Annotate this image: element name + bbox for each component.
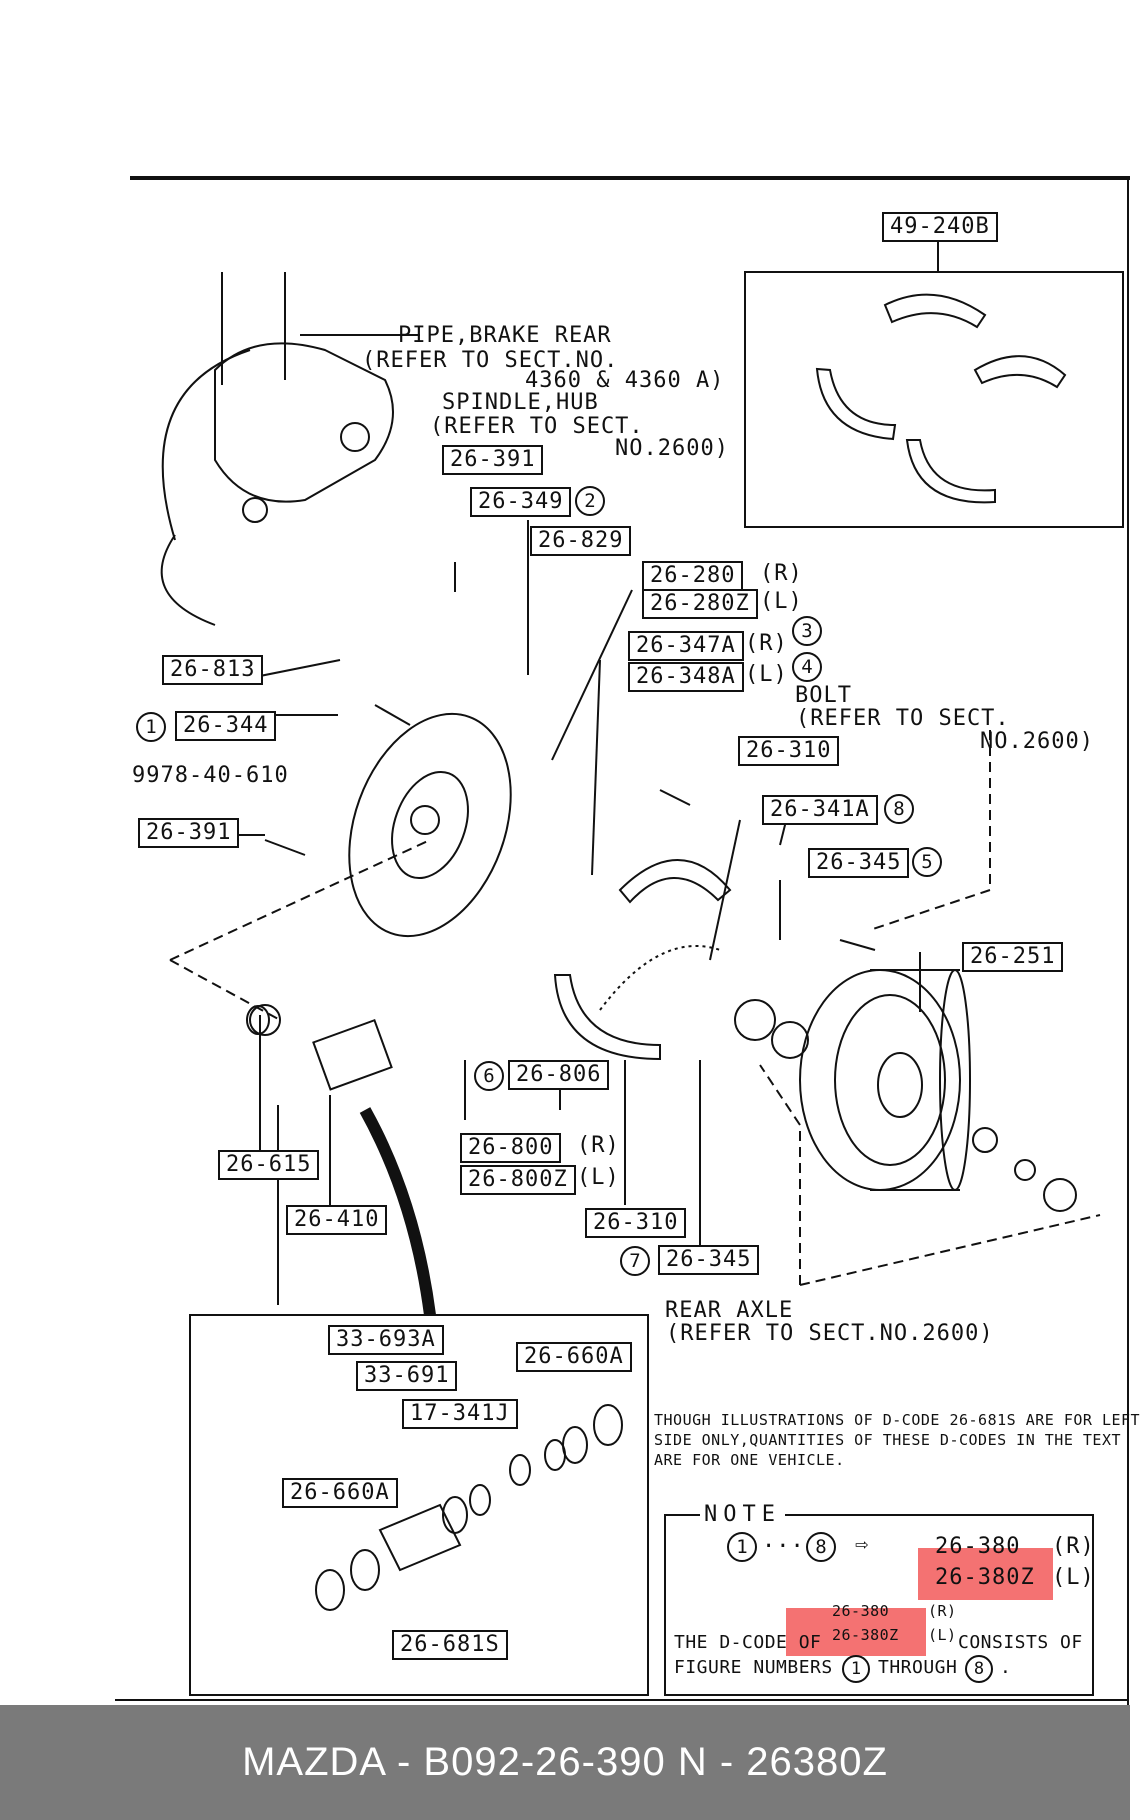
note-part-26-380z: 26-380Z bbox=[935, 1565, 1035, 1590]
part-label-26-829: 26-829 bbox=[530, 526, 632, 556]
circled-number-1: 1 bbox=[136, 712, 166, 742]
highlight-note-380z bbox=[918, 1548, 1053, 1600]
part-label-26-280: 26-280 bbox=[642, 561, 744, 591]
part-label-26-800: 26-800 bbox=[460, 1133, 562, 1163]
side-l-800z: (L) bbox=[577, 1165, 620, 1190]
note-side-r: (R) bbox=[1052, 1534, 1095, 1559]
note-figure-circled-8: 8 bbox=[965, 1655, 993, 1683]
part-label-26-345-top: 26-345 bbox=[808, 848, 910, 878]
part-label-26-310-top: 26-310 bbox=[738, 736, 840, 766]
part-label-26-391-top: 26-391 bbox=[442, 445, 544, 475]
diagram-drawing bbox=[115, 176, 1130, 1705]
circled-number-5: 5 bbox=[912, 847, 942, 877]
note-ellipsis: ··· bbox=[762, 1534, 805, 1559]
part-label-26-349: 26-349 bbox=[470, 487, 572, 517]
part-label-26-341a: 26-341A bbox=[762, 795, 878, 825]
note-small-side-l: (L) bbox=[928, 1626, 957, 1644]
note-small-26-380: 26-380 bbox=[832, 1602, 890, 1620]
part-label-26-348a: 26-348A bbox=[628, 662, 744, 692]
part-label-26-800z: 26-800Z bbox=[460, 1165, 576, 1195]
ref-axle-2: (REFER TO SECT.NO.2600) bbox=[666, 1321, 994, 1346]
ref-spindle-3: NO.2600) bbox=[615, 436, 729, 461]
note-figure-circled-1: 1 bbox=[842, 1655, 870, 1683]
note-figure-b: THROUGH bbox=[878, 1657, 958, 1678]
part-label-26-347a: 26-347A bbox=[628, 631, 744, 661]
circled-number-2: 2 bbox=[575, 486, 605, 516]
part-label-26-660a-right: 26-660A bbox=[516, 1342, 632, 1372]
ref-bolt-3: NO.2600) bbox=[980, 729, 1094, 754]
circled-number-6: 6 bbox=[474, 1061, 504, 1091]
part-label-26-660a-left: 26-660A bbox=[282, 1478, 398, 1508]
circled-number-8: 8 bbox=[884, 794, 914, 824]
ref-pipe-3: 4360 & 4360 A) bbox=[525, 368, 725, 393]
caption-text: MAZDA - B092-26-390 N - 26380Z bbox=[242, 1740, 888, 1784]
part-label-26-615: 26-615 bbox=[218, 1150, 320, 1180]
ref-pipe-1: PIPE,BRAKE REAR bbox=[398, 323, 612, 348]
part-label-26-344: 26-344 bbox=[175, 711, 277, 741]
part-label-26-280z: 26-280Z bbox=[642, 589, 758, 619]
caption-bar: MAZDA - B092-26-390 N - 26380Z bbox=[0, 1705, 1130, 1820]
ref-spindle-1: SPINDLE,HUB bbox=[442, 390, 599, 415]
note-circled-1: 1 bbox=[727, 1532, 757, 1562]
parts-diagram: 49-240B PIPE,BRAKE REAR (REFER TO SECT.N… bbox=[115, 176, 1140, 1705]
side-r-280: (R) bbox=[760, 561, 803, 586]
ref-spindle-2: (REFER TO SECT. bbox=[430, 414, 644, 439]
part-label-17-341j: 17-341J bbox=[402, 1399, 518, 1429]
part-label-26-813: 26-813 bbox=[162, 655, 264, 685]
note-title: NOTE bbox=[700, 1504, 785, 1526]
part-label-9978-40-610: 9978-40-610 bbox=[132, 763, 289, 788]
part-label-49-240b: 49-240B bbox=[882, 212, 998, 242]
part-label-26-345-bottom: 26-345 bbox=[658, 1245, 760, 1275]
circled-number-4: 4 bbox=[792, 652, 822, 682]
note-arrow: ⇨ bbox=[855, 1532, 870, 1557]
illustration-note-1: THOUGH ILLUSTRATIONS OF D-CODE 26-681S A… bbox=[654, 1411, 1140, 1429]
part-label-26-310-bottom: 26-310 bbox=[585, 1208, 687, 1238]
circled-number-7: 7 bbox=[620, 1246, 650, 1276]
circled-number-3: 3 bbox=[792, 616, 822, 646]
ref-axle-1: REAR AXLE bbox=[665, 1298, 794, 1323]
illustration-note-2: SIDE ONLY,QUANTITIES OF THESE D-CODES IN… bbox=[654, 1431, 1122, 1449]
note-figure-a: FIGURE NUMBERS bbox=[674, 1657, 833, 1678]
side-r-347a: (R) bbox=[745, 631, 788, 656]
part-label-33-691: 33-691 bbox=[356, 1361, 458, 1391]
note-figure-period: . bbox=[1000, 1657, 1012, 1678]
note-small-26-380z: 26-380Z bbox=[832, 1626, 899, 1644]
part-label-26-806: 26-806 bbox=[508, 1060, 610, 1090]
ref-pipe-2: (REFER TO SECT.NO. bbox=[362, 348, 619, 373]
ref-bolt-1: BOLT bbox=[795, 683, 852, 708]
part-label-26-251: 26-251 bbox=[962, 942, 1064, 972]
side-l-348a: (L) bbox=[745, 662, 788, 687]
note-dcode-a: THE D-CODE OF bbox=[674, 1632, 822, 1653]
note-part-26-380: 26-380 bbox=[935, 1534, 1021, 1559]
ref-bolt-2: (REFER TO SECT. bbox=[796, 706, 1010, 731]
side-l-280: (L) bbox=[760, 589, 803, 614]
side-r-800: (R) bbox=[577, 1133, 620, 1158]
note-side-l: (L) bbox=[1052, 1565, 1095, 1590]
highlight-dcode-ref bbox=[786, 1608, 926, 1656]
illustration-note-3: ARE FOR ONE VEHICLE. bbox=[654, 1451, 845, 1469]
note-circled-8: 8 bbox=[806, 1532, 836, 1562]
part-label-26-391-left: 26-391 bbox=[138, 818, 240, 848]
note-small-side-r: (R) bbox=[928, 1602, 957, 1620]
part-label-26-410: 26-410 bbox=[286, 1205, 388, 1235]
note-dcode-b: CONSISTS OF bbox=[958, 1632, 1083, 1653]
part-label-33-693a: 33-693A bbox=[328, 1325, 444, 1355]
part-label-26-681s: 26-681S bbox=[392, 1630, 508, 1660]
